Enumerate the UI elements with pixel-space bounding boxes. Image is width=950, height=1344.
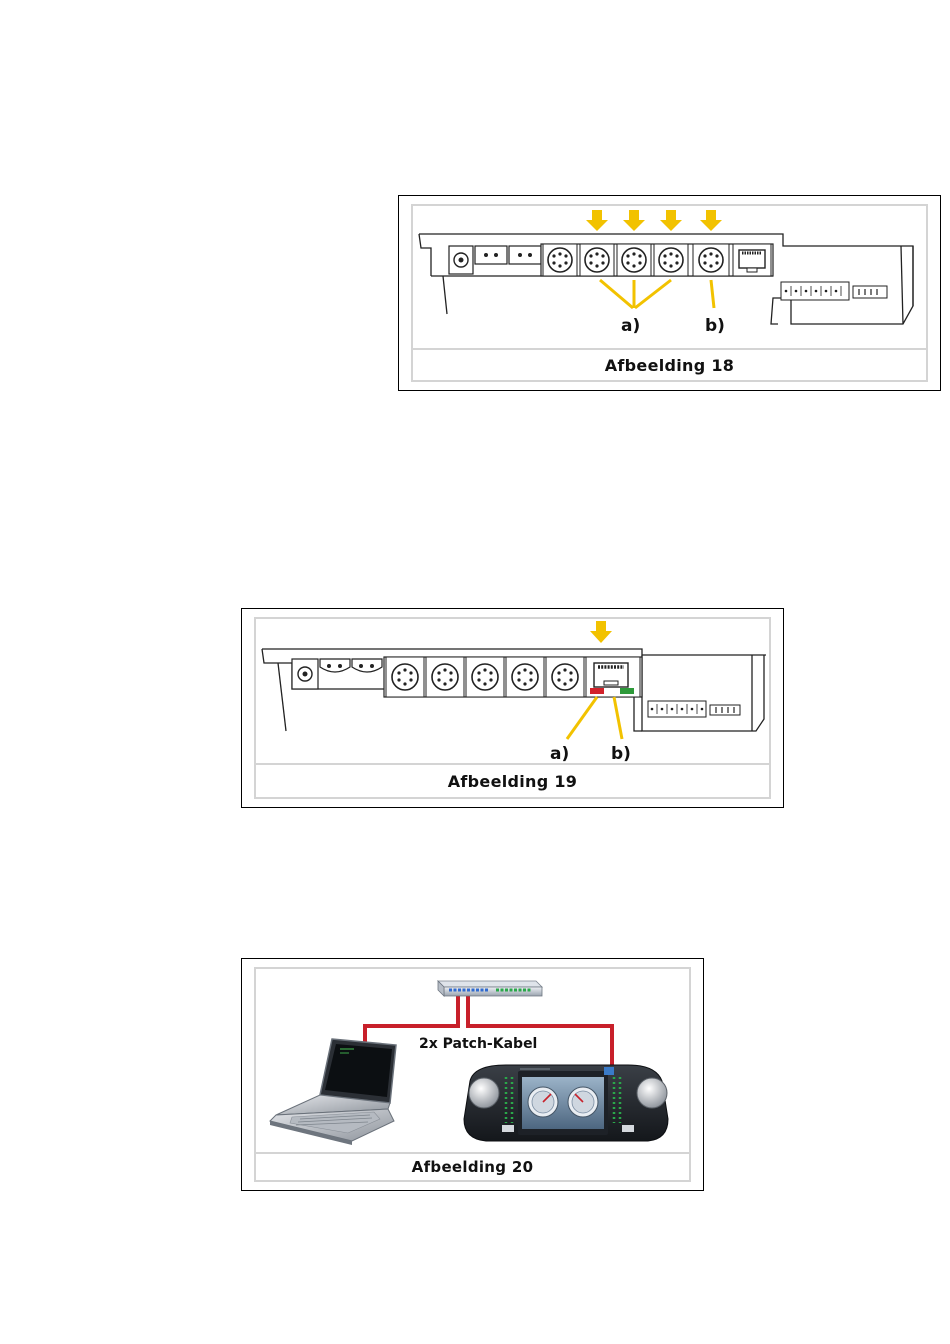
power-jack-icon (449, 246, 473, 274)
indicator-red (590, 688, 604, 694)
label-b: b) (705, 316, 725, 336)
patch-cable-label: 2x Patch-Kabel (419, 1036, 537, 1052)
mini-din-socket-icon (693, 244, 729, 276)
mini-din-socket-icon (506, 657, 544, 697)
mini-din-socket-icon (546, 657, 584, 697)
device-left-edge (419, 234, 431, 276)
callout-line-a (600, 280, 671, 308)
mini-din-socket-icon (654, 244, 688, 276)
caption-row: Afbeelding 18 (413, 348, 926, 380)
mini-din-socket-icon (617, 244, 651, 276)
laptop-icon (270, 1039, 396, 1145)
yellow-down-arrow-icon (660, 210, 682, 231)
mini-din-socket-icon (543, 244, 577, 276)
track-terminal-icon (475, 246, 541, 264)
callout-line-b (711, 280, 714, 308)
track-terminal-icon (320, 659, 382, 672)
yellow-down-arrow-icon (590, 621, 612, 643)
label-a: a) (621, 316, 640, 336)
yellow-down-arrow-icon (623, 210, 645, 231)
patch-cable-to-central (468, 993, 612, 1065)
figure-20-frame: 2x Patch-Kabel (254, 967, 691, 1182)
digital-command-station-icon (464, 1065, 668, 1141)
caption-row: Afbeelding 19 (256, 763, 769, 797)
figure-caption: Afbeelding 19 (448, 772, 578, 791)
mini-din-socket-icon (580, 244, 614, 276)
yellow-down-arrow-icon (700, 210, 722, 231)
figure-caption: Afbeelding 18 (605, 356, 735, 375)
figure-18: a) b) Afbeelding 18 (398, 195, 941, 391)
rj45-socket-icon (733, 244, 771, 276)
label-a: a) (550, 744, 569, 764)
rj45-socket-icon (586, 657, 640, 697)
figure-18-frame: a) b) Afbeelding 18 (411, 204, 928, 382)
terminal-strip-icon (781, 282, 887, 300)
mini-din-socket-icon (386, 657, 424, 697)
figure-19: a) b) Afbeelding 19 (241, 608, 784, 808)
network-switch-icon (438, 981, 542, 996)
power-jack-icon (292, 659, 318, 689)
figure-caption: Afbeelding 20 (412, 1158, 534, 1176)
callout-line-b (614, 697, 622, 739)
callout-line-a (567, 697, 597, 739)
figure-19-frame: a) b) Afbeelding 19 (254, 617, 771, 799)
label-b: b) (611, 744, 631, 764)
indicator-green (620, 688, 634, 694)
yellow-down-arrow-icon (586, 210, 608, 231)
caption-row: Afbeelding 20 (256, 1152, 689, 1180)
terminal-strip-icon (648, 701, 740, 717)
figure-20: 2x Patch-Kabel (241, 958, 704, 1191)
mini-din-socket-icon (426, 657, 464, 697)
mini-din-socket-icon (466, 657, 504, 697)
